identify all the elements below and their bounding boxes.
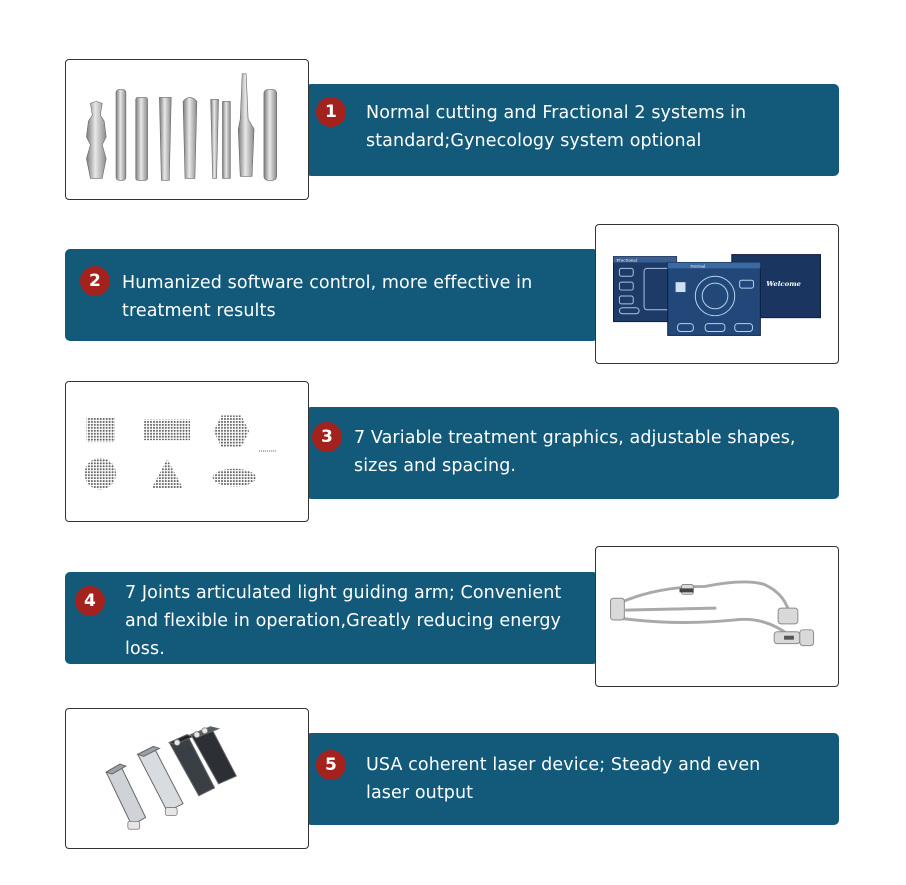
feature-number-badge: 5 [316, 750, 346, 780]
feature-image-3 [65, 381, 309, 522]
software-screens-icon: Fractional Welcome Normal [613, 254, 821, 336]
feature-image-5 [65, 708, 309, 849]
feature-image-2: Fractional Welcome Normal [595, 224, 839, 364]
feature-band-1: 1 Normal cutting and Fractional 2 system… [306, 84, 839, 176]
feature-band-4: 4 7 Joints articulated light guiding arm… [65, 572, 598, 664]
screen-label-fractional: Fractional [616, 257, 637, 262]
feature-band-2: 2 Humanized software control, more effec… [65, 249, 598, 341]
feature-text: USA coherent laser device; Steady and ev… [366, 755, 761, 803]
feature-text: Humanized software control, more effecti… [122, 273, 533, 321]
feature-text: Normal cutting and Fractional 2 systems … [366, 103, 747, 151]
feature-number-badge: 1 [316, 97, 346, 127]
feature-text: 7 Joints articulated light guiding arm; … [125, 583, 562, 659]
scan-shapes-icon [84, 415, 276, 490]
articulated-arm-icon [610, 580, 815, 647]
feature-band-5: 5 USA coherent laser device; Steady and … [306, 733, 839, 825]
feature-number-badge: 2 [80, 266, 110, 296]
laser-tubes-icon [104, 726, 237, 830]
screen-label-normal: Normal [690, 263, 706, 268]
feature-image-1 [65, 59, 309, 200]
screen-label-welcome: Welcome [766, 280, 801, 288]
feature-number-badge: 4 [75, 586, 105, 616]
feature-number-badge: 3 [312, 422, 342, 452]
feature-text: 7 Variable treatment graphics, adjustabl… [354, 428, 796, 476]
feature-band-3: 3 7 Variable treatment graphics, adjusta… [306, 407, 839, 499]
feature-image-4 [595, 546, 839, 687]
handpieces-icon [86, 73, 278, 181]
